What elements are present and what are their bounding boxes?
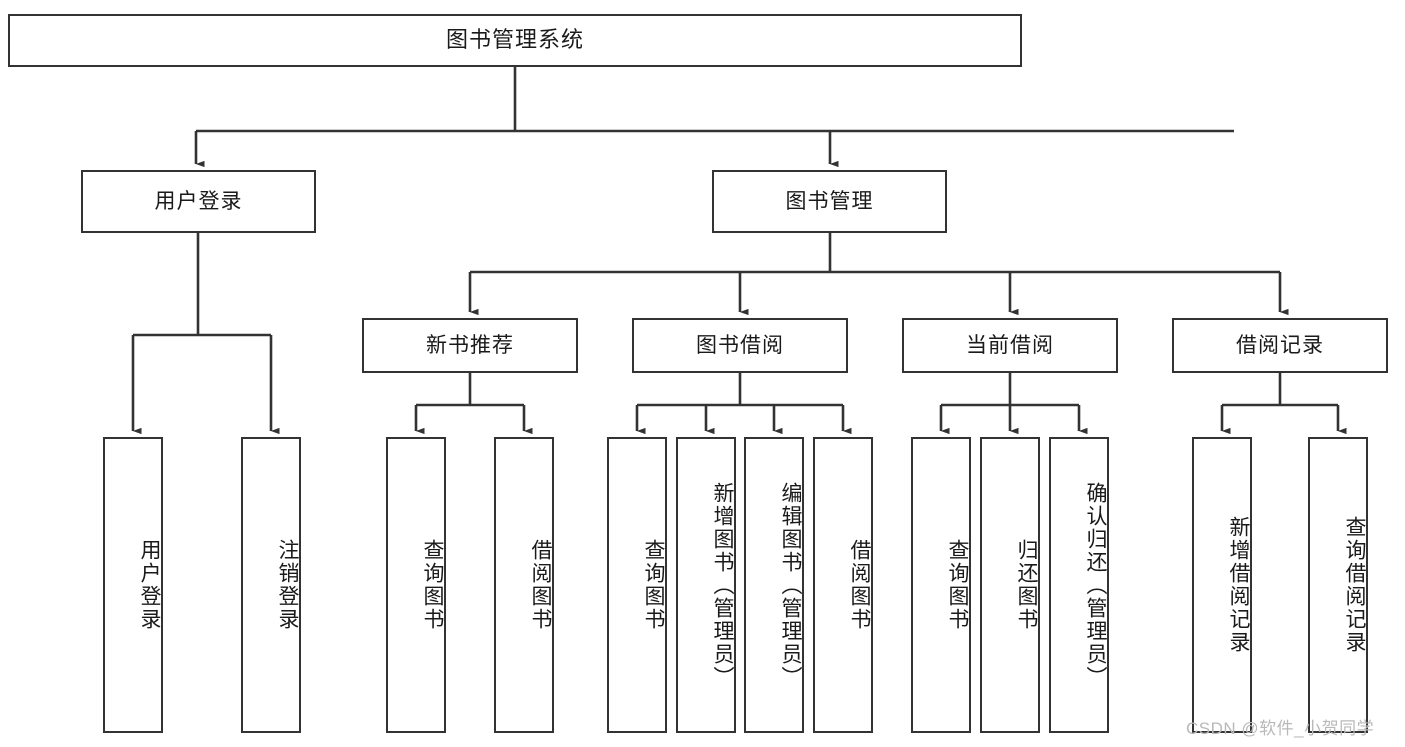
csdn-watermark: CSDN @软件_小贺同学 [1186,719,1375,738]
node-leaf-query-book-borrow[interactable]: 查询图书 [607,437,667,733]
node-book-borrow[interactable]: 图书借阅 [632,318,848,373]
node-leaf-logout-login[interactable]: 注销登录 [241,437,301,733]
node-leaf-borrow-book[interactable]: 借阅图书 [813,437,873,733]
node-label: 借阅图书 [529,539,552,631]
node-label: 用户登录 [138,539,161,631]
node-label: 借阅图书 [848,539,871,631]
node-root-book-management-system[interactable]: 图书管理系统 [8,14,1022,67]
node-leaf-confirm-return-admin[interactable]: 确认归还（管理员） [1049,437,1109,733]
node-label: 查询图书 [946,539,969,631]
node-leaf-add-book-admin[interactable]: 新增图书（管理员） [676,437,736,733]
node-user-login[interactable]: 用户登录 [81,170,316,233]
node-leaf-query-borrow-record[interactable]: 查询借阅记录 [1308,437,1368,733]
node-label: 图书管理 [785,189,874,213]
node-book-management[interactable]: 图书管理 [712,170,947,233]
node-leaf-add-borrow-record[interactable]: 新增借阅记录 [1192,437,1252,733]
node-label: 查询图书 [642,539,665,631]
node-label: 图书借阅 [696,333,784,357]
node-leaf-query-book-recommend[interactable]: 查询图书 [386,437,446,733]
node-label: 借阅记录 [1236,333,1324,357]
node-leaf-user-login[interactable]: 用户登录 [103,437,163,733]
node-label: 新增图书（管理员） [711,481,734,689]
node-label: 编辑图书（管理员） [779,481,802,689]
node-label: 归还图书 [1015,539,1038,631]
node-new-book-recommend[interactable]: 新书推荐 [362,318,578,373]
node-label: 查询借阅记录 [1343,516,1366,654]
node-borrow-record[interactable]: 借阅记录 [1172,318,1388,373]
node-label: 新书推荐 [426,333,514,357]
node-leaf-return-book[interactable]: 归还图书 [980,437,1040,733]
node-label: 确认归还（管理员） [1084,481,1107,689]
node-label: 新增借阅记录 [1227,516,1250,654]
node-label: 用户登录 [154,189,243,213]
node-label: 注销登录 [276,539,299,631]
node-current-borrow[interactable]: 当前借阅 [902,318,1118,373]
node-leaf-edit-book-admin[interactable]: 编辑图书（管理员） [744,437,804,733]
node-leaf-borrow-book-recommend[interactable]: 借阅图书 [494,437,554,733]
node-label: 查询图书 [421,539,444,631]
node-label: 当前借阅 [966,333,1054,357]
node-leaf-query-book-current[interactable]: 查询图书 [911,437,971,733]
node-label: 图书管理系统 [445,27,584,53]
